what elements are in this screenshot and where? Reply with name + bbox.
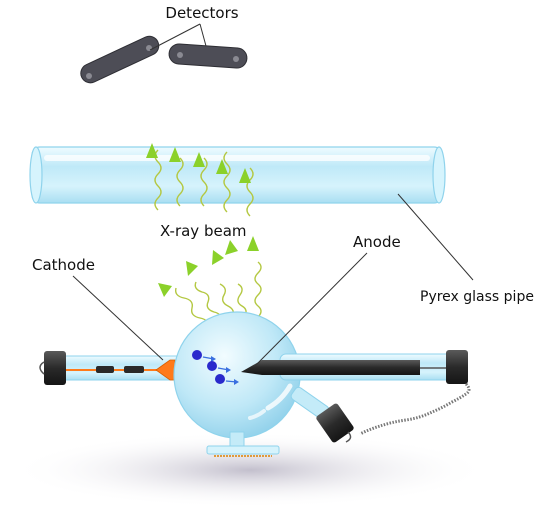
electron-icon [192,350,202,360]
detector-left-bolt [86,73,92,79]
vacuum-port [290,386,354,443]
pyrex-glass-pipe: Pyrex glass pipe [29,146,534,305]
detectors-leader-line [149,23,201,51]
cathode-sleeve [124,366,144,373]
electron-arrow-icon [234,379,239,385]
cathode-leader-line [72,275,164,361]
xray-waves-upper [154,149,254,217]
electron-icon [207,361,217,371]
xray-arrow-icon [212,250,224,265]
glass-bulb [173,311,301,457]
anode-cap [446,350,468,384]
xray-arrow-icon [239,168,251,183]
xray-arrow-icon [169,147,181,162]
pyrex-pipe-label: Pyrex glass pipe [420,289,534,305]
anode-assembly: Anode [241,233,471,436]
pipe-end-right [432,146,446,204]
anode-spring-wire [359,382,471,436]
bulb-highlight [248,409,266,420]
detector-left [80,35,160,84]
xray-arrow-icon [158,283,172,297]
anode-rod [241,360,420,375]
port-wire [345,431,352,443]
cathode-cap [44,351,66,385]
electrons [192,350,239,385]
electron-arrow-icon [211,356,216,362]
detectors-leader-line [199,23,207,47]
detector-right [168,43,248,69]
pipe-end-left [29,146,43,204]
xray-arrow-icon [216,159,228,174]
pipe-leader-line [397,193,474,281]
detector-right-bolt [177,52,183,58]
xray-arrow-icon [225,240,238,255]
xray-arrowheads-upper [146,143,251,183]
port-cap [316,403,354,443]
cathode-sleeve [96,366,114,373]
xray-arrow-icon [193,152,205,167]
anode-label: Anode [353,233,401,251]
xray-arrowheads-lower [158,236,259,297]
pipe-highlight [44,155,430,161]
detectors-label: Detectors [165,4,238,22]
floor-shadow [10,432,490,508]
detector-left-bolt [146,45,152,51]
detector-right-bolt [233,56,239,62]
electron-arrow-icon [226,367,231,373]
bulb-neck [229,431,245,447]
cathode-label: Cathode [32,256,95,274]
xray-arrow-icon [247,236,259,251]
bulb-highlight [265,383,293,411]
xray-arrow-icon [186,261,198,276]
cathode-wire [39,361,45,375]
detectors: Detectors [80,4,248,84]
anode-leader-line [254,252,368,367]
xray-arrow-icon [146,143,158,158]
cathode-assembly: Cathode [32,256,186,385]
electron-icon [215,374,225,384]
xray-beam-label: X-ray beam [160,222,247,240]
bulb-base [206,445,280,455]
